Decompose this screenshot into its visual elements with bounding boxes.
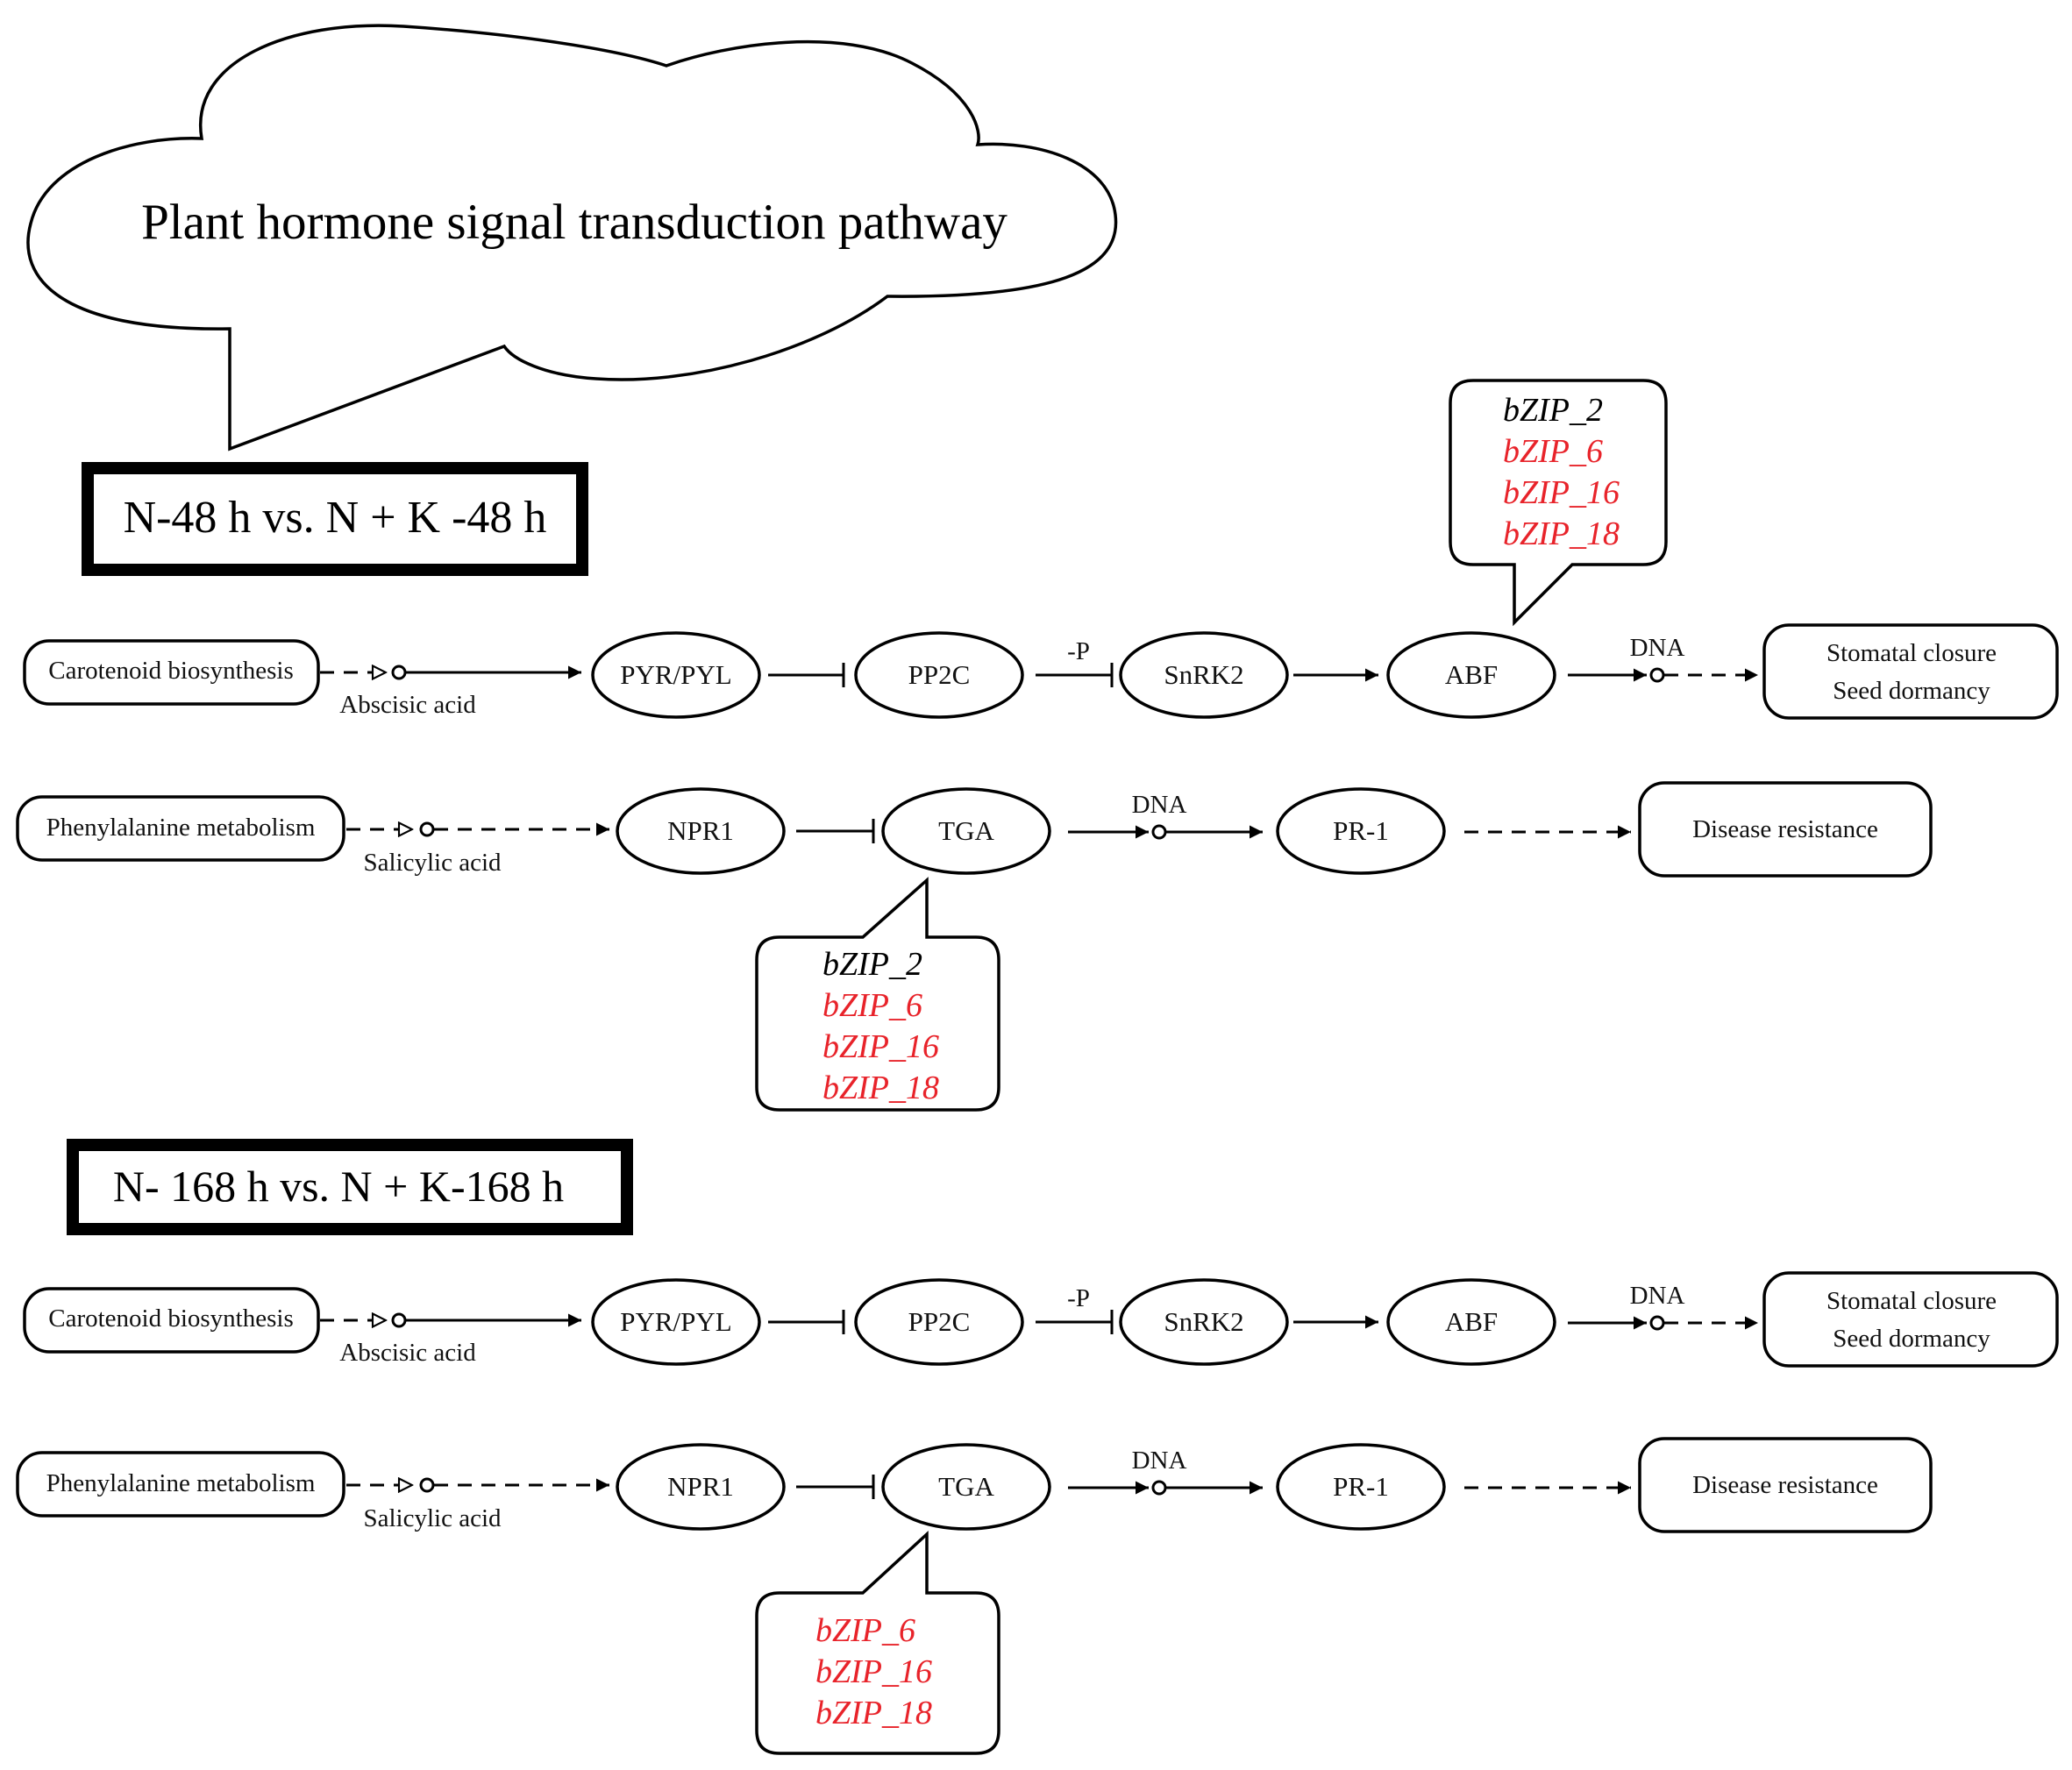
tga-callout-1: bZIP_2 bZIP_6 bZIP_16 bZIP_18 (755, 877, 1000, 1112)
node-tga-1: TGA (938, 815, 994, 846)
node-pr1-1: PR-1 (1333, 815, 1389, 846)
diagram-title: Plant hormone signal transduction pathwa… (141, 195, 1008, 250)
node-tga-2: TGA (938, 1471, 994, 1502)
gene-label: bZIP_2 (822, 946, 922, 983)
sa-pathway-2: Phenylalanine metabolism Salicylic acid … (16, 1437, 1933, 1533)
comparison-heading-1: N-48 h vs. N + K -48 h (82, 462, 588, 576)
gene-label: bZIP_18 (822, 1070, 939, 1106)
dna-label-aba-1: DNA (1630, 634, 1685, 662)
aba-compound-2: Abscisic acid (339, 1339, 476, 1367)
gene-label: bZIP_2 (1503, 392, 1603, 429)
abf-callout-1: bZIP_2 bZIP_6 bZIP_16 bZIP_18 (1449, 379, 1668, 627)
aba-pathway-1: Carotenoid biosynthesis Abscisic acid PY… (23, 623, 2059, 720)
outcome-seed-dormancy-2: Seed dormancy (1833, 1325, 1990, 1353)
gene-label: bZIP_6 (822, 987, 922, 1024)
aba-pathway-2: Carotenoid biosynthesis Abscisic acid PY… (23, 1271, 2059, 1368)
tga-callout-genes-1: bZIP_2 bZIP_6 bZIP_16 bZIP_18 (822, 946, 939, 1106)
comparison-label-1: N-48 h vs. N + K -48 h (124, 493, 547, 543)
outcome-stomatal-2: Stomatal closure (1826, 1287, 1997, 1315)
node-npr1-1: NPR1 (667, 815, 734, 846)
node-npr1-2: NPR1 (667, 1471, 734, 1502)
gene-label: bZIP_16 (1503, 474, 1620, 511)
sa-compound-2: Salicylic acid (363, 1504, 502, 1532)
dna-label-aba-2: DNA (1630, 1282, 1685, 1310)
comparison-label-2: N- 168 h vs. N + K-168 h (113, 1162, 564, 1211)
gene-label: bZIP_16 (815, 1653, 932, 1690)
sa-pathway-1: Phenylalanine metabolism Salicylic acid … (16, 781, 1933, 878)
title-cloud: Plant hormone signal transduction pathwa… (26, 24, 1118, 451)
outcome-seed-dormancy-1: Seed dormancy (1833, 677, 1990, 705)
sa-source-2: Phenylalanine metabolism (46, 1469, 316, 1497)
phospho-label-1: -P (1067, 637, 1090, 665)
outcome-disease-resistance-2: Disease resistance (1692, 1471, 1878, 1499)
outcome-stomatal-1: Stomatal closure (1826, 639, 1997, 667)
node-pp2c-2: PP2C (908, 1306, 971, 1337)
node-pp2c-1: PP2C (908, 659, 971, 690)
abf-callout-genes-1: bZIP_2 bZIP_6 bZIP_16 bZIP_18 (1503, 392, 1620, 552)
dna-label-sa-2: DNA (1132, 1447, 1187, 1475)
node-pyr-pyl-2: PYR/PYL (620, 1306, 731, 1337)
phospho-label-2: -P (1067, 1284, 1090, 1312)
node-abf-1: ABF (1445, 659, 1498, 690)
node-pr1-2: PR-1 (1333, 1471, 1389, 1502)
gene-label: bZIP_18 (1503, 515, 1620, 552)
gene-label: bZIP_6 (815, 1612, 915, 1649)
dna-label-sa-1: DNA (1132, 791, 1187, 819)
aba-source-2: Carotenoid biosynthesis (48, 1304, 294, 1333)
node-pyr-pyl-1: PYR/PYL (620, 659, 731, 690)
node-abf-2: ABF (1445, 1306, 1498, 1337)
gene-label: bZIP_16 (822, 1028, 939, 1065)
tga-callout-genes-2: bZIP_6 bZIP_16 bZIP_18 (815, 1612, 932, 1731)
node-snrk2-2: SnRK2 (1164, 1306, 1243, 1337)
outcome-disease-resistance-1: Disease resistance (1692, 815, 1878, 843)
node-snrk2-1: SnRK2 (1164, 659, 1243, 690)
tga-callout-2: bZIP_6 bZIP_16 bZIP_18 (755, 1531, 1000, 1755)
sa-source-1: Phenylalanine metabolism (46, 814, 316, 842)
sa-compound-1: Salicylic acid (363, 849, 502, 877)
comparison-heading-2: N- 168 h vs. N + K-168 h (67, 1139, 633, 1235)
gene-label: bZIP_18 (815, 1695, 932, 1731)
gene-label: bZIP_6 (1503, 433, 1603, 470)
aba-compound-1: Abscisic acid (339, 691, 476, 719)
aba-source-1: Carotenoid biosynthesis (48, 657, 294, 685)
